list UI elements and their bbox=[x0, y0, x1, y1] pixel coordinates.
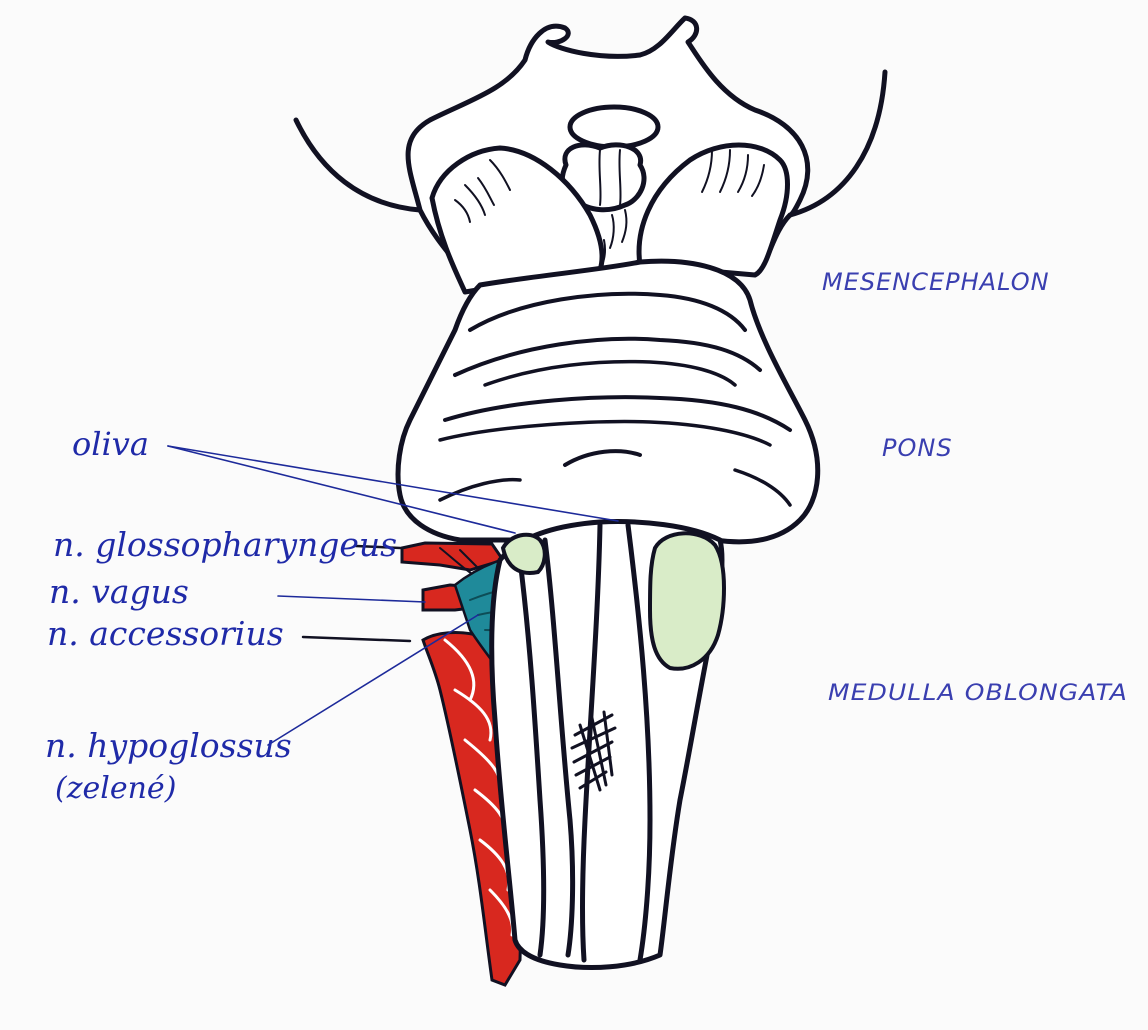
label-hypoglossus-note: (zelené) bbox=[55, 771, 176, 806]
label-glossopharyngeus: n. glossopharyngeus bbox=[53, 525, 397, 564]
label-mesencephalon: MESENCEPHALON bbox=[822, 268, 1050, 296]
label-pons: PONS bbox=[882, 434, 953, 462]
pons-outline bbox=[398, 261, 818, 542]
label-vagus: n. vagus bbox=[49, 572, 189, 611]
label-oliva: oliva bbox=[72, 425, 149, 463]
mesencephalon-outline bbox=[296, 18, 885, 292]
label-medulla-oblongata: MEDULLA OBLONGATA bbox=[828, 681, 1128, 706]
label-hypoglossus: n. hypoglossus bbox=[45, 726, 292, 765]
label-accessorius: n. accessorius bbox=[47, 614, 284, 653]
